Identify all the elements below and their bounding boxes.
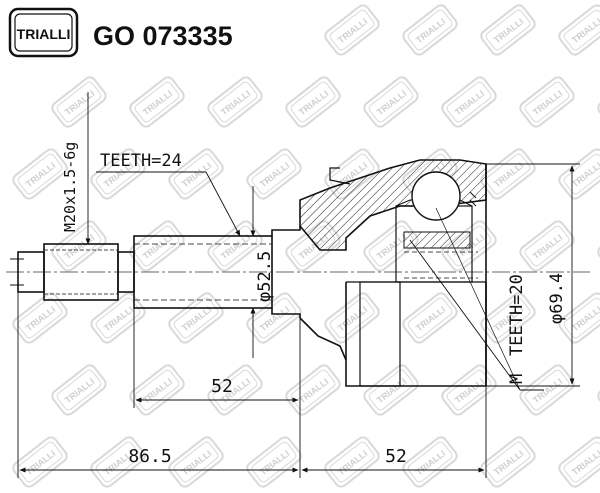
watermark-logo: TRIALLI	[285, 76, 341, 128]
length-total-left-label: 86.5	[128, 446, 171, 467]
watermark-logo: TRIALLI	[207, 76, 263, 128]
length-shaft-label: 52	[211, 376, 233, 397]
watermark-logo: TRIALLI	[324, 436, 380, 488]
watermark-logo: TRIALLI	[324, 292, 380, 344]
teeth-outer-label: TEETH=24	[100, 151, 182, 171]
watermark-logo: TRIALLI	[597, 76, 600, 128]
watermark-logo: TRIALLI	[363, 76, 419, 128]
watermark-logo: TRIALLI	[519, 220, 575, 272]
watermark-logo: TRIALLI	[441, 364, 497, 416]
watermark-logo: TRIALLI	[285, 364, 341, 416]
watermark-logo: TRIALLI	[441, 76, 497, 128]
watermark-logo: TRIALLI	[480, 4, 536, 56]
watermark-logo: TRIALLI	[402, 4, 458, 56]
watermark-logo: TRIALLI	[51, 76, 107, 128]
watermark-layer: TRIALLI TRIALLI TRIALLI TRIALLI TRIALLI TRIAL…	[12, 4, 600, 488]
watermark-logo: TRIALLI	[597, 220, 600, 272]
length-housing-label: 52	[385, 446, 407, 467]
dimensions	[17, 92, 580, 478]
watermark-logo: TRIALLI	[558, 4, 600, 56]
watermark-logo: TRIALLI	[129, 220, 185, 272]
watermark-logo: TRIALLI	[129, 76, 185, 128]
part-number: GO 073335	[93, 21, 233, 51]
watermark-logo: TRIALLI	[324, 4, 380, 56]
watermark-logo: TRIALLI	[12, 292, 68, 344]
watermark-logo: TRIALLI	[558, 148, 600, 200]
housing-diameter-label: φ69.4	[547, 273, 567, 324]
watermark-logo: TRIALLI	[597, 364, 600, 416]
watermark-logo: TRIALLI	[558, 436, 600, 488]
watermark-logo: TRIALLI	[402, 436, 458, 488]
watermark-logo: TRIALLI	[246, 436, 302, 488]
shaft-diameter-label: φ52.5	[255, 251, 275, 302]
watermark-logo: TRIALLI	[246, 148, 302, 200]
watermark-logo: TRIALLI	[402, 292, 458, 344]
watermark-logo: TRIALLI	[168, 436, 224, 488]
shaft	[10, 226, 301, 318]
teeth-inner-label: TEETH=20	[507, 274, 527, 356]
watermark-logo: TRIALLI	[363, 364, 419, 416]
watermark-logo: TRIALLI	[519, 76, 575, 128]
watermark-logo: TRIALLI	[12, 436, 68, 488]
watermark-logo: TRIALLI	[51, 364, 107, 416]
mark-label: M	[507, 374, 527, 384]
watermark-logo: TRIALLI	[480, 436, 536, 488]
thread-spec-label: M20x1.5-6g	[61, 142, 79, 232]
brand-logo-text: TRIALLI	[17, 26, 71, 42]
watermark-logo: TRIALLI	[168, 292, 224, 344]
watermark-logo: TRIALLI	[129, 364, 185, 416]
watermark-logo: TRIALLI	[51, 220, 107, 272]
watermark-logo: TRIALLI	[480, 148, 536, 200]
brand-logo: TRIALLI	[8, 7, 79, 58]
bell-housing	[299, 159, 487, 387]
